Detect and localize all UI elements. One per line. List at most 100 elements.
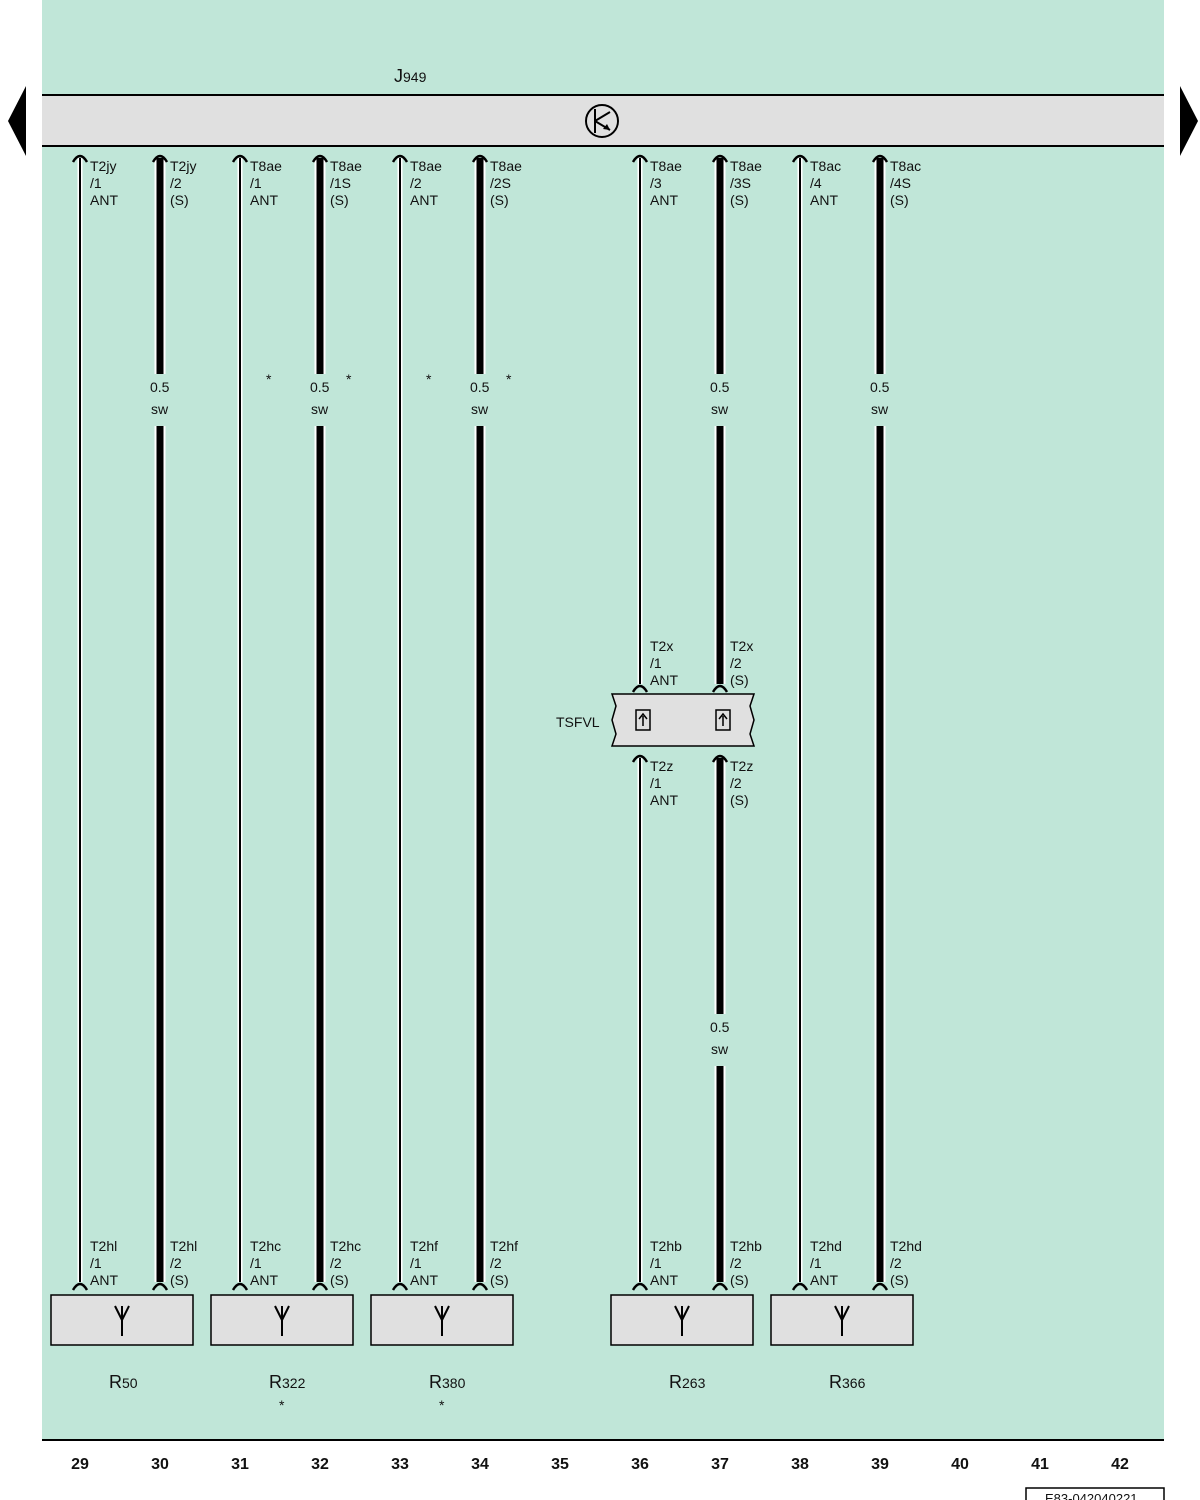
- wire-label-gap: [712, 1014, 728, 1066]
- wire-cross-section: 0.5: [470, 379, 490, 395]
- antenna-R380: R380*: [370, 1294, 514, 1413]
- connector-pin-icon: [471, 154, 489, 163]
- antenna-icon: [274, 1305, 290, 1336]
- column-number: 35: [551, 1456, 569, 1473]
- footnote-star: *: [346, 371, 352, 387]
- column-number: 37: [711, 1456, 729, 1473]
- wire-cross-section: 0.5: [310, 379, 330, 395]
- footnote-star: *: [439, 1397, 445, 1413]
- wire-cross-section: 0.5: [710, 379, 730, 395]
- connector-pin-icon: [711, 684, 729, 693]
- bus-bar: [42, 95, 1164, 146]
- inline-pin-label: T2z/2(S): [730, 758, 753, 808]
- connector-pin-icon: [631, 754, 649, 763]
- antenna-icon: [434, 1305, 450, 1336]
- column-number: 29: [71, 1456, 89, 1473]
- wire-cross-section: 0.5: [150, 379, 170, 395]
- next-page-arrow-icon[interactable]: [1180, 86, 1198, 156]
- column-number: 42: [1111, 1456, 1129, 1473]
- column-number: 32: [311, 1456, 329, 1473]
- wire-label-gap: [152, 374, 168, 426]
- wire-cross-section: 0.5: [710, 1019, 730, 1035]
- connector-pin-icon: [311, 1282, 329, 1291]
- footnote-star: *: [266, 371, 272, 387]
- connector-pin-icon: [391, 154, 409, 163]
- antenna-icon: [114, 1305, 130, 1336]
- wire-37: 0.5sw0.5swT8ae/3S(S)T2hb/2(S)T2x/2(S)T2z…: [710, 154, 762, 1291]
- footnote-star: *: [426, 371, 432, 387]
- tsfvl-connector: [610, 693, 756, 747]
- column-number: 30: [151, 1456, 169, 1473]
- control-unit-symbol-icon: [585, 104, 619, 138]
- connector-pin-icon: [791, 1282, 809, 1291]
- top-pin-label: T2jy/2(S): [170, 158, 196, 208]
- wire-color: sw: [151, 401, 169, 417]
- wire-label-gap: [312, 374, 328, 426]
- top-pin-label: T8ae/3S(S): [730, 158, 762, 208]
- connector-pin-icon: [635, 709, 651, 731]
- column-number: 40: [951, 1456, 969, 1473]
- column-number: 33: [391, 1456, 409, 1473]
- column-number: 34: [471, 1456, 489, 1473]
- connector-pin-icon: [711, 754, 729, 763]
- footnote-star: *: [506, 371, 512, 387]
- wire-cross-section: 0.5: [870, 379, 890, 395]
- connector-pin-icon: [151, 154, 169, 163]
- antenna-R263: R263: [610, 1294, 754, 1392]
- connector-pin-icon: [311, 154, 329, 163]
- connector-pin-icon: [711, 154, 729, 163]
- wire-color: sw: [471, 401, 489, 417]
- connector-pin-icon: [791, 154, 809, 163]
- bottom-pin-label: T2hl/2(S): [170, 1238, 197, 1288]
- diagram-background: [42, 0, 1164, 1440]
- wire-34: 0.5sw*T8ae/2S(S)T2hf/2(S): [470, 154, 522, 1291]
- connector-pin-icon: [871, 154, 889, 163]
- wire-32: 0.5sw*T8ae/1S(S)T2hc/2(S): [310, 154, 362, 1291]
- connector-pin-icon: [715, 709, 731, 731]
- connector-pin-icon: [231, 1282, 249, 1291]
- connector-label: TSFVL: [556, 714, 600, 730]
- connector-pin-icon: [871, 1282, 889, 1291]
- bottom-pin-label: T2hb/2(S): [730, 1238, 762, 1288]
- connector-pin-icon: [631, 1282, 649, 1291]
- previous-page-arrow-icon[interactable]: [8, 86, 26, 156]
- wire-color: sw: [871, 401, 889, 417]
- wire-color: sw: [711, 1041, 729, 1057]
- connector-pin-icon: [471, 1282, 489, 1291]
- wire-30: 0.5 sw T2jy/2(S) T2hl/2(S): [150, 154, 197, 1291]
- wire-color: sw: [311, 401, 329, 417]
- component-label: R263: [669, 1372, 706, 1392]
- column-number: 38: [791, 1456, 809, 1473]
- connector-pin-icon: [631, 684, 649, 693]
- connector-pin-icon: [231, 154, 249, 163]
- connector-pin-icon: [711, 1282, 729, 1291]
- wire-color: sw: [711, 401, 729, 417]
- wire-label-gap: [472, 374, 488, 426]
- wire-label-gap: [872, 374, 888, 426]
- wire-label-gap: [712, 374, 728, 426]
- component-label: R50: [109, 1372, 138, 1392]
- top-pin-label: T8ae/1S(S): [330, 158, 362, 208]
- antenna-R366: R366: [770, 1294, 914, 1392]
- connector-pin-icon: [71, 1282, 89, 1291]
- connector-pin-icon: [391, 1282, 409, 1291]
- column-number: 36: [631, 1456, 649, 1473]
- connector-pin-icon: [71, 154, 89, 163]
- antenna-icon: [674, 1305, 690, 1336]
- bottom-pin-label: T2hf/2(S): [490, 1238, 518, 1288]
- top-pin-label: T8ac/4S(S): [890, 158, 921, 208]
- reference-box: [1025, 1487, 1165, 1500]
